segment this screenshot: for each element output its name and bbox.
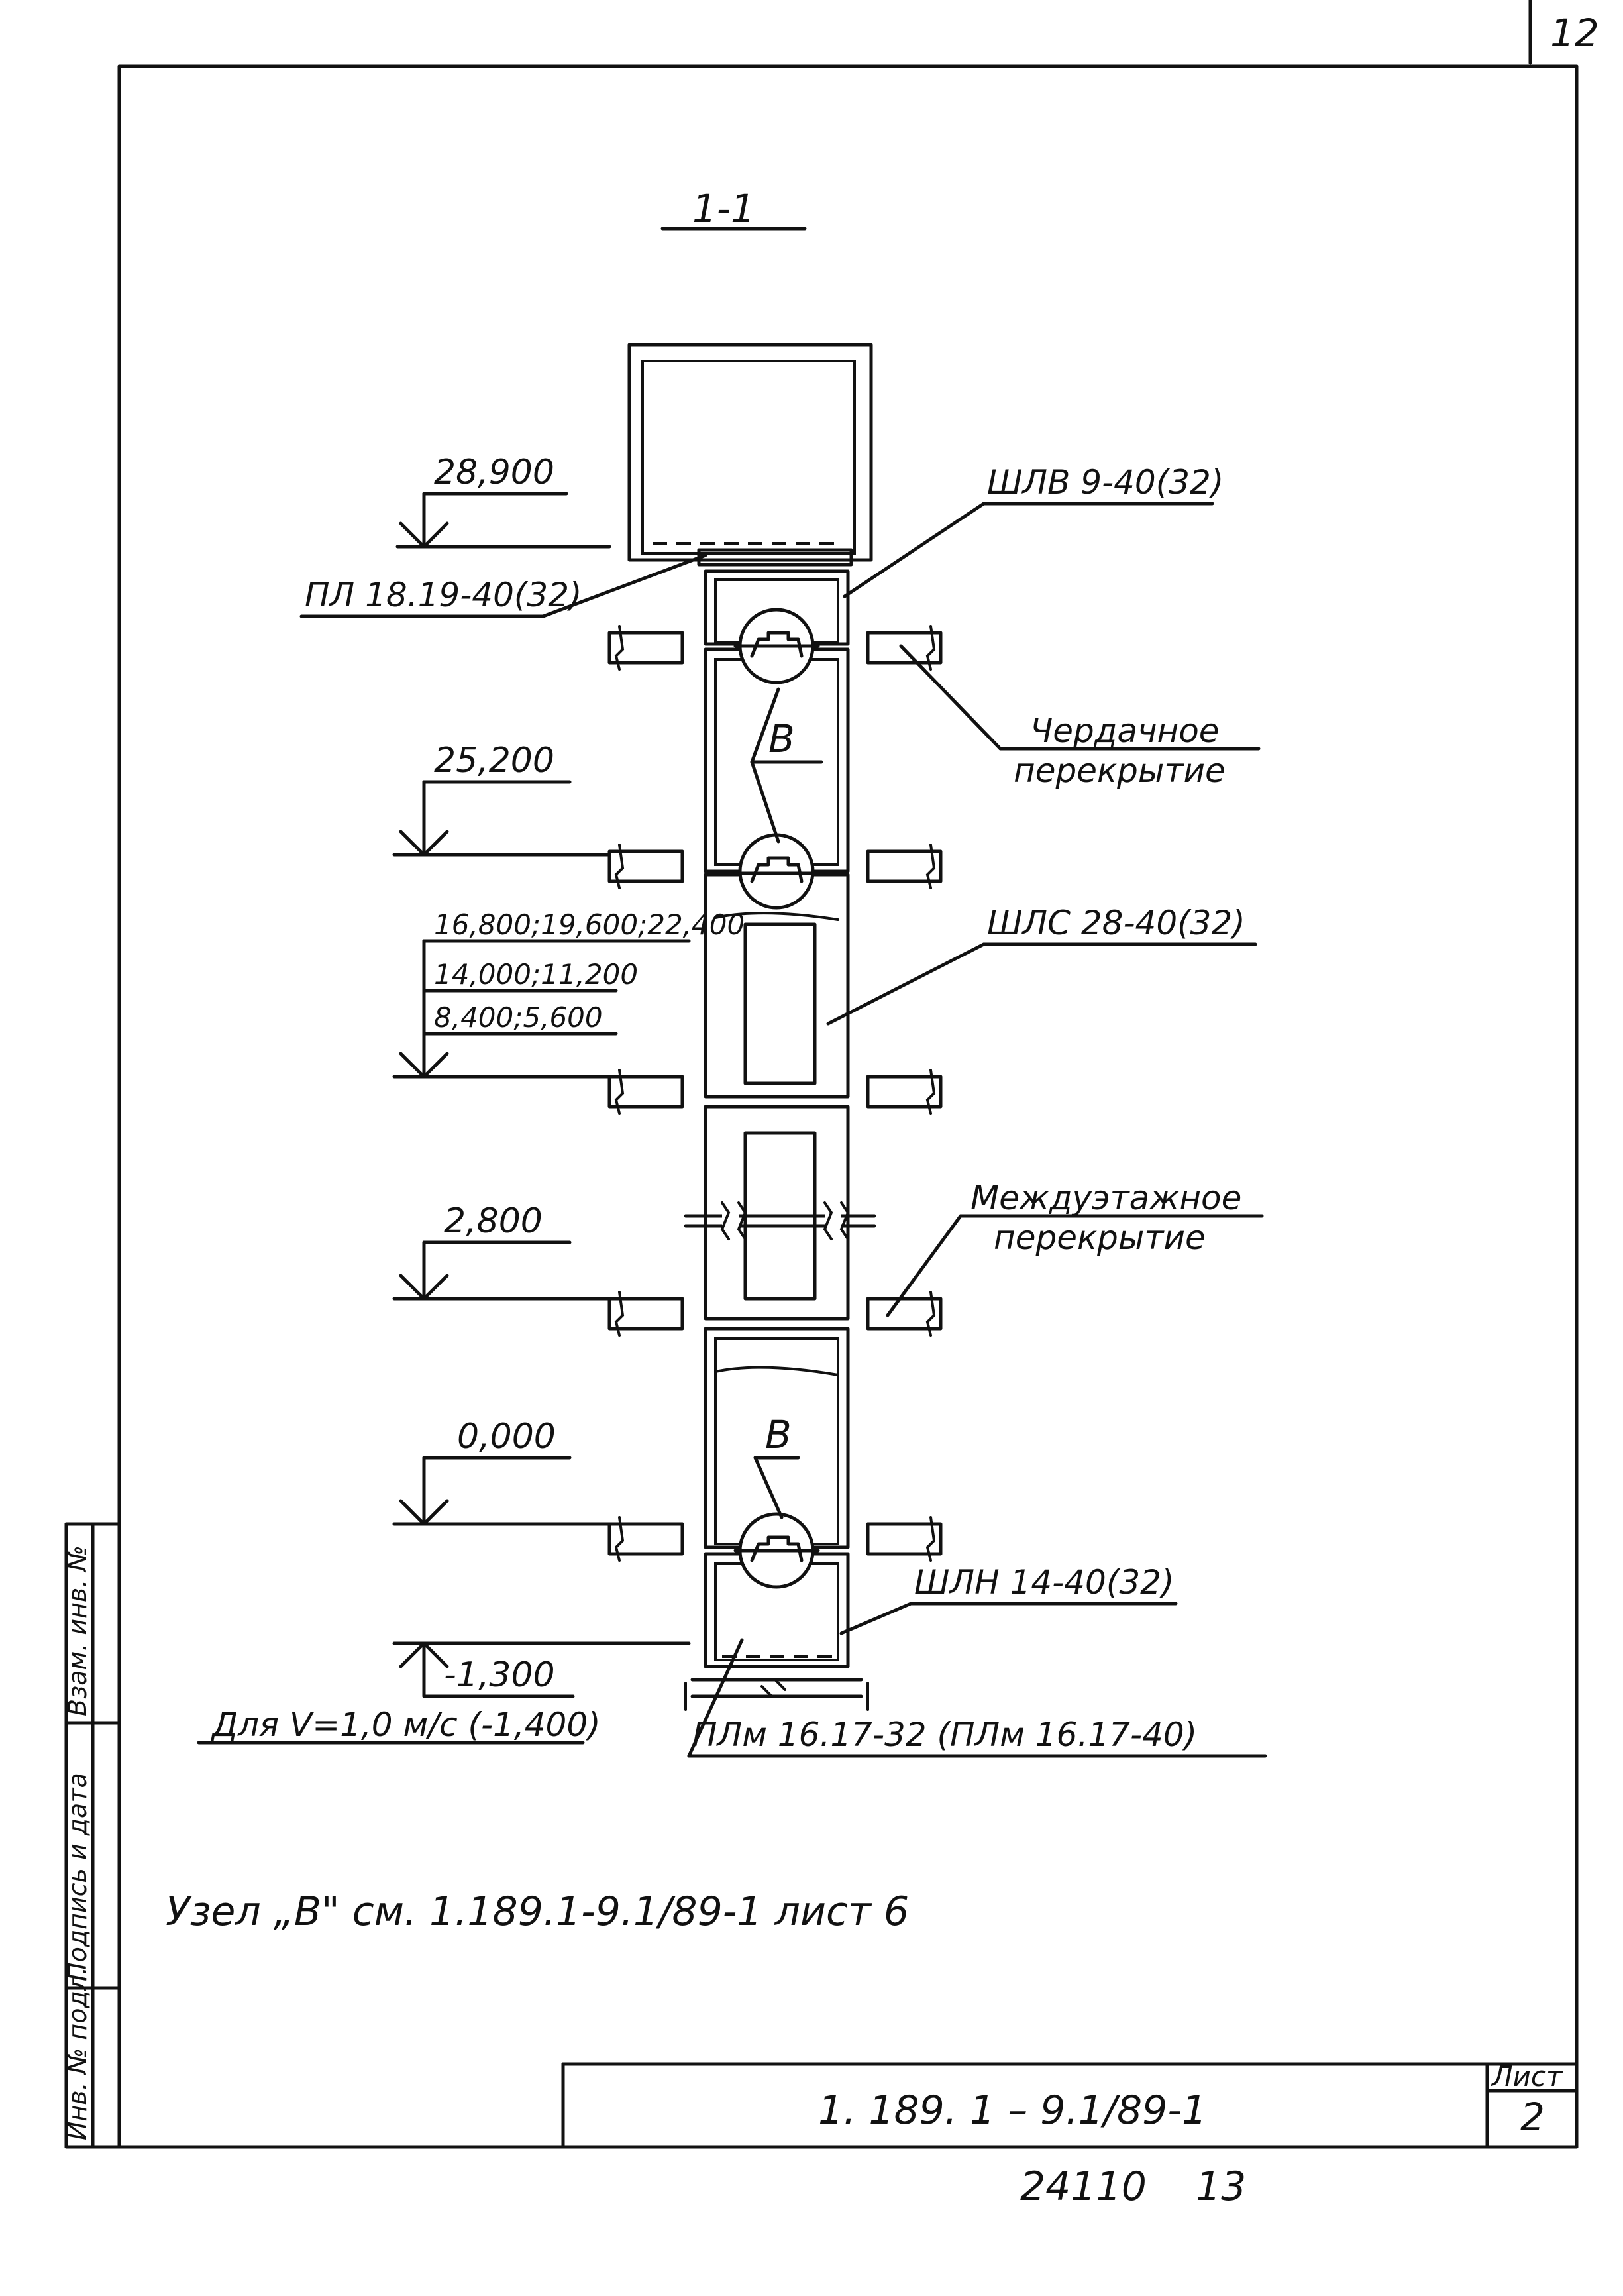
label-attic-1: Чердачное [1030,712,1220,750]
elevation-multi-1: 16,800;19,600;22,400 [434,908,745,941]
footer-inventory: 24110 [1020,2163,1147,2210]
page-number: 12 [1550,11,1599,56]
label-attic-2: перекрытие [1014,751,1226,790]
label-pl-top: ПЛ 18.19-40(32) [305,576,582,614]
machine-room-block [627,343,873,562]
label-node-b-top: В [768,716,795,761]
pit-speed-note: Для V=1,0 м/с (-1,400) [211,1706,601,1744]
elevation-28900: 28,900 [434,453,554,492]
side-stamp-signature: Подпись и дата [63,1773,92,1981]
label-interfloor-1: Междуэтажное [970,1179,1241,1217]
sheet-frame [64,0,1579,2149]
door-opening-upper [743,922,817,1085]
label-shlv: ШЛВ 9-40(32) [987,463,1224,502]
elevation-marks [392,492,691,1698]
elevation-multi-2: 14,000;11,200 [434,958,638,991]
section-title: 1-1 [692,186,755,231]
label-interfloor-2: перекрытие [994,1219,1206,1257]
label-shls: ШЛС 28-40(32) [987,904,1245,942]
node-b-markers [733,608,820,1589]
elevation-2800: 2,800 [444,1201,543,1241]
elevation-multi-3: 8,400;5,600 [434,1001,603,1034]
side-stamp-inv: Инв. № подл. [63,1967,92,2140]
elevation-minus-1300: -1,300 [444,1655,555,1695]
side-stamp-replace: Взам. инв. № [63,1545,92,1716]
label-shln: ШЛН 14-40(32) [914,1563,1174,1602]
elevation-0000: 0,000 [457,1417,556,1456]
sheet-label: Лист [1491,2060,1563,2093]
leader-lines [299,502,1267,1758]
elevation-25200: 25,200 [434,741,554,781]
document-code: 1. 189. 1 – 9.1/89-1 [818,2087,1207,2134]
node-reference-note: Узел „В" см. 1.189.1-9.1/89-1 лист 6 [166,1888,909,1935]
sheet-number: 2 [1520,2095,1545,2140]
floor-slabs [607,625,943,1711]
title-block [561,2062,1579,2149]
side-stamp [64,1522,121,2149]
footer-page: 13 [1196,2163,1246,2210]
label-plm: ПЛм 16.17-32 (ПЛм 16.17-40) [692,1716,1197,1754]
label-node-b-bottom: В [765,1412,792,1457]
node-b-circle-2 [738,833,815,910]
